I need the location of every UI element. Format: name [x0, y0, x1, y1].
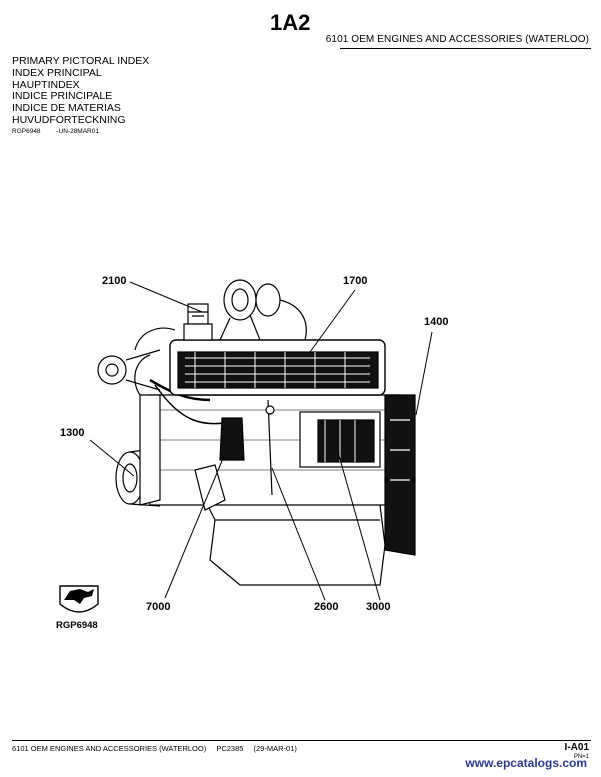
footer-divider [12, 740, 591, 741]
callout-1300: 1300 [60, 427, 85, 439]
callout-3000: 3000 [366, 601, 391, 613]
figure-code: -UN-28MAR01 [56, 128, 99, 135]
callout-1700: 1700 [343, 275, 368, 287]
figure-reference: RGP6948 -UN-28MAR01 [12, 128, 113, 135]
index-title-spanish: INDEX PRINCIPAL [12, 66, 102, 79]
footer-doc: PC2385 [216, 744, 244, 753]
index-title-italian: INDICE PRINCIPALE [12, 90, 113, 103]
page-number: 1A2 [270, 10, 311, 35]
index-title-english: PRIMARY PICTORAL INDEX [12, 55, 150, 67]
watermark-link[interactable]: www.epcatalogs.com [465, 756, 587, 770]
logo-caption: RGP6948 [56, 620, 98, 631]
callout-2100: 2100 [102, 275, 127, 287]
callout-7000: 7000 [146, 601, 171, 613]
index-titles: PRIMARY PICTORAL INDEX INDEX PRINCIPAL H… [12, 55, 150, 127]
callout-2600: 2600 [314, 601, 339, 613]
footer-title: 6101 OEM ENGINES AND ACCESSORIES (WATERL… [12, 744, 207, 753]
index-title-spanish-alt: INDICE DE MATERIAS [12, 102, 121, 115]
figure-id: RGP6948 [12, 128, 41, 135]
header-divider [340, 48, 591, 49]
john-deere-logo [59, 585, 99, 613]
footer-page-number: I-A01 [564, 742, 589, 753]
catalog-title: 6101 OEM ENGINES AND ACCESSORIES (WATERL… [325, 34, 589, 45]
footer-date: (29-MAR-01) [253, 744, 297, 753]
callout-1400: 1400 [424, 316, 449, 328]
footer-info: 6101 OEM ENGINES AND ACCESSORIES (WATERL… [12, 744, 305, 753]
index-title-swedish: HUVUDFORTECKNING [12, 113, 126, 126]
index-title-german: HAUPTINDEX [12, 78, 80, 91]
footer-pn: PN=1 [573, 754, 589, 760]
